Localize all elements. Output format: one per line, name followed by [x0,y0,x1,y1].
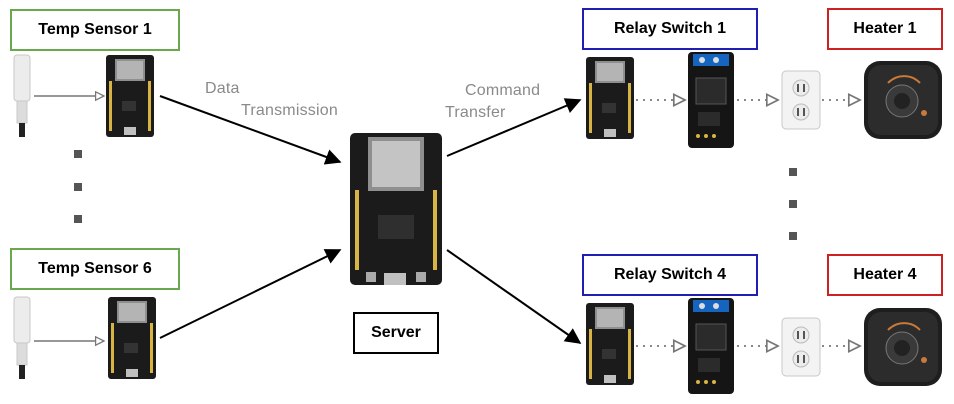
relay-module-icon [687,51,735,149]
heater-ellipsis-dot [789,232,797,240]
esp32-board-icon [108,297,156,379]
heater-1-label: Heater 1 [827,8,943,50]
temperature-probe-icon [13,296,31,380]
power-outlet-icon [781,317,821,377]
server-label: Server [353,312,439,354]
heater-icon [863,307,943,387]
heater-ellipsis-dot [789,168,797,176]
relay-switch-1-label: Relay Switch 1 [582,8,758,50]
sensor-ellipsis-dot [74,183,82,191]
command-transfer-label: Command Transfer [445,80,540,124]
sensor-ellipsis-dot [74,150,82,158]
temp-sensor-1-label: Temp Sensor 1 [10,9,180,51]
server-text: Server [371,324,421,341]
data-label-line1: Data [205,80,240,97]
temp-sensor-6-text: Temp Sensor 6 [38,260,152,277]
data-label-line2: Transmission [241,102,338,119]
data-transmission-label: Data Transmission [205,78,338,122]
esp32-board-icon [586,57,634,139]
command-label-line1: Command [465,82,541,99]
temperature-probe-icon [13,54,31,138]
command-label-line2: Transfer [445,104,506,121]
sensor-ellipsis-dot [74,215,82,223]
temp-sensor-6-label: Temp Sensor 6 [10,248,180,290]
heater-1-text: Heater 1 [853,20,917,37]
heater-4-text: Heater 4 [853,266,917,283]
relay-switch-1-text: Relay Switch 1 [613,20,727,37]
heater-icon [863,60,943,140]
relay-switch-4-text: Relay Switch 4 [613,266,727,283]
data-arrow-sensor-1 [159,95,342,165]
heater-4-label: Heater 4 [827,254,943,296]
data-arrow-sensor-6 [159,249,342,339]
heater-ellipsis-dot [789,200,797,208]
esp32-board-icon [106,55,154,137]
esp32-server-board-icon [350,133,442,285]
command-arrow-relay-4 [446,249,582,344]
relay-switch-4-label: Relay Switch 4 [582,254,758,296]
relay-module-icon [687,297,735,395]
esp32-board-icon [586,303,634,385]
power-outlet-icon [781,70,821,130]
temp-sensor-1-text: Temp Sensor 1 [38,21,152,38]
command-arrow-relay-1 [446,98,582,157]
